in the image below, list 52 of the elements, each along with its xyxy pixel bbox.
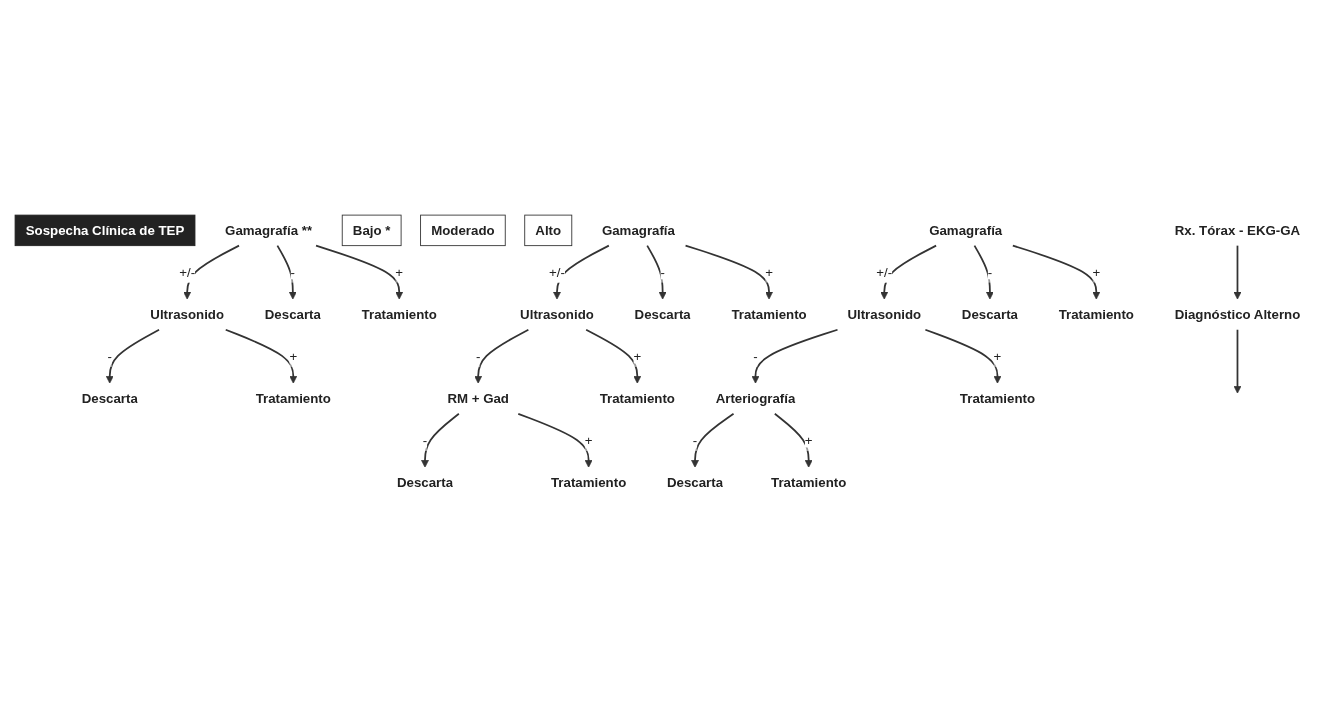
arrow: [1233, 328, 1242, 394]
node-text: Arteriografía: [715, 390, 796, 406]
node-text: Ultrasonido: [847, 306, 922, 322]
node-text: Gamagrafía: [601, 222, 675, 238]
node-text: Descarta: [634, 306, 691, 322]
node-text: Tratamiento: [1058, 306, 1134, 322]
edge-label: -: [290, 264, 296, 280]
edge-label: +: [289, 348, 298, 364]
edge-label: +: [993, 348, 1002, 364]
node-text: Tratamiento: [771, 474, 847, 490]
node-text: Tratamiento: [959, 390, 1036, 406]
edge-label: +: [1092, 264, 1101, 280]
node-text: Tratamiento: [550, 474, 627, 490]
edge-label: -: [422, 432, 428, 448]
edge-label: +: [584, 432, 593, 448]
node-text: Ultrasonido: [150, 306, 225, 322]
node-text: Tratamiento: [255, 390, 331, 406]
edge-label: +/-: [179, 264, 196, 280]
node-text: Tratamiento: [731, 306, 807, 322]
node-box: Sospecha Clínica de TEP: [14, 214, 196, 247]
edge-label: -: [987, 264, 993, 280]
edge-label: +/-: [549, 264, 565, 280]
node-text: Gamagrafía: [929, 222, 1003, 238]
arrow: [880, 244, 937, 300]
edge-label: +/-: [876, 264, 893, 280]
node-text: Descarta: [961, 306, 1018, 322]
node-text: Diagnóstico Alterno: [1174, 306, 1301, 322]
node-text: Descarta: [666, 474, 724, 490]
edge-label: +: [633, 348, 642, 364]
node-text: Descarta: [264, 306, 321, 322]
node-text: Descarta: [396, 474, 454, 490]
node-text: Tratamiento: [599, 390, 675, 406]
edge-label: -: [475, 348, 481, 364]
edge-label: -: [753, 348, 758, 364]
node-text: Rx. Tórax - EKG-GA: [1174, 222, 1301, 238]
edge-label: -: [660, 264, 665, 280]
arrow: [183, 244, 240, 300]
node-text: Ultrasonido: [520, 306, 594, 322]
node-text: Gamagrafía **: [225, 222, 313, 238]
edge-label: -: [107, 348, 112, 364]
node-box: Bajo *: [341, 214, 402, 247]
edge-label: -: [692, 432, 698, 448]
node-text: Tratamiento: [361, 306, 437, 322]
node-text: Descarta: [81, 390, 138, 406]
edge-label: +: [804, 432, 813, 448]
edge-label: +: [395, 264, 404, 280]
edge-label: +: [765, 264, 773, 280]
node-text: RM + Gad: [447, 390, 509, 406]
arrow: [553, 244, 610, 300]
node-box: Moderado: [420, 214, 506, 247]
arrow: [1233, 244, 1242, 300]
node-box: Alto: [524, 214, 573, 247]
